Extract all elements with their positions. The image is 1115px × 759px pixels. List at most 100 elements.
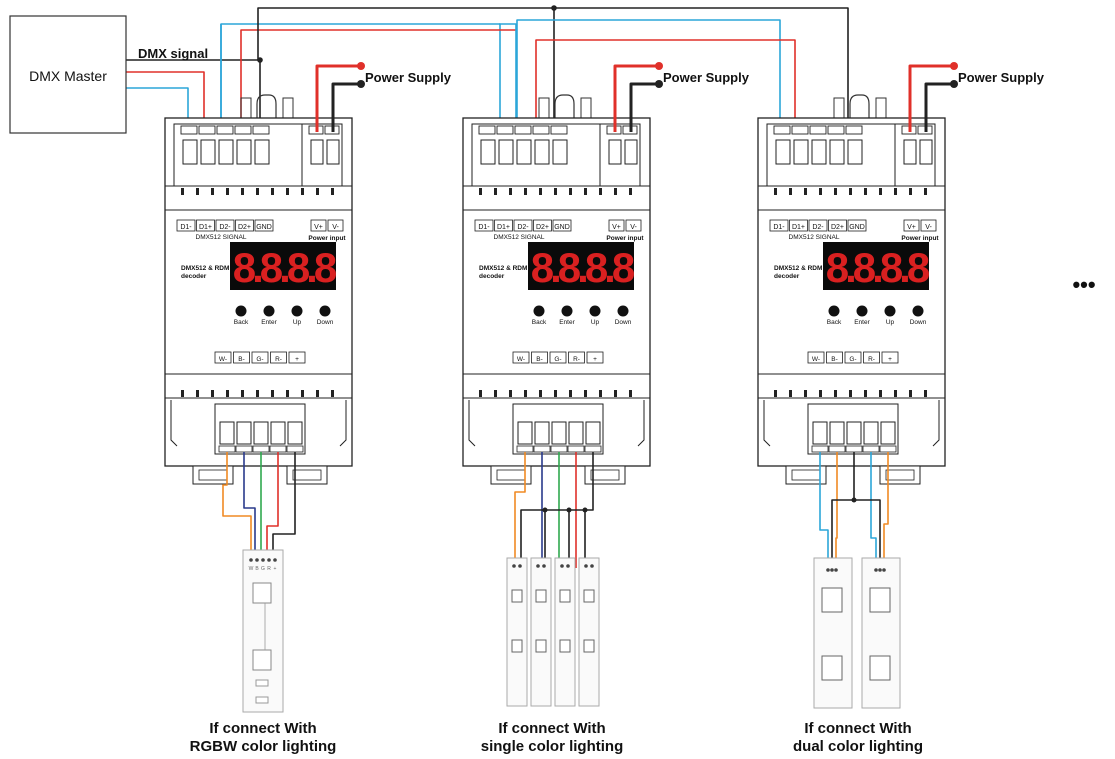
power-wire-positive [315, 64, 361, 132]
strip-pad [584, 564, 588, 568]
vent-slot [286, 188, 289, 195]
vent-slot [479, 188, 482, 195]
input-terminal-label: D2- [812, 224, 824, 231]
button-back [235, 305, 247, 317]
screw-slot [791, 125, 809, 135]
output-terminal-label: + [295, 356, 299, 363]
output-screw-slot [862, 445, 880, 453]
input-terminal-label: D2+ [831, 224, 844, 231]
caption-single-line1: If connect With [498, 720, 606, 737]
output-screw-terminal [534, 421, 550, 445]
caption-rgbw-line2: RGBW color lighting [189, 738, 337, 755]
output-terminal-tag [288, 351, 306, 364]
input-terminal-label: D1+ [497, 224, 510, 231]
dmx-signal-label: DMX signal [138, 46, 208, 61]
dmx-signal-wiring [126, 5, 849, 132]
caption-dual: If connect With dual color lighting [708, 720, 1008, 756]
output-screw-slot [811, 445, 829, 453]
output-terminal-label: B- [238, 356, 245, 363]
power-terminal-label: V+ [314, 224, 323, 231]
vent-slot [554, 188, 557, 195]
output-terminal-label: G- [554, 356, 561, 363]
power-input-caption: Power input [901, 235, 939, 242]
output-screw-slot [828, 445, 846, 453]
screw-slot [198, 125, 216, 135]
output-terminal-label: G- [849, 356, 856, 363]
single-output [506, 452, 600, 707]
latch-rails [538, 97, 592, 118]
strip-pad [834, 568, 838, 572]
button-label-up: Up [293, 319, 302, 326]
strip-pad [273, 558, 277, 562]
vent-slot [554, 390, 557, 397]
screw-terminal [847, 139, 863, 165]
strip-pad [267, 558, 271, 562]
side-notch [468, 400, 645, 447]
vent-slot [909, 188, 912, 195]
button-label-back: Back [532, 319, 547, 326]
power-terminal-label: V+ [907, 224, 916, 231]
decoder-name-1: DMX512 & RDM [181, 265, 229, 272]
input-terminal-label: D2+ [536, 224, 549, 231]
rgbw-strip [242, 549, 284, 713]
screw-terminal [236, 139, 252, 165]
led-display [528, 242, 634, 290]
led-display [230, 242, 336, 290]
vent-slot [909, 390, 912, 397]
power-wire-positive [908, 64, 954, 132]
screw-terminal [310, 139, 324, 165]
output-terminal-label: + [593, 356, 597, 363]
vent-slot [614, 390, 617, 397]
vent-slot [819, 390, 822, 397]
latch-rails [833, 97, 887, 118]
vent-slot [256, 390, 259, 397]
single-strip [506, 557, 528, 707]
junction-dot [542, 507, 548, 513]
vent-slot [569, 188, 572, 195]
output-screw-terminal [846, 421, 862, 445]
strip-led [559, 589, 571, 603]
vent-slot [894, 390, 897, 397]
screw-terminal [608, 139, 622, 165]
power-positive-dot [655, 62, 663, 70]
output-screw-terminal [863, 421, 879, 445]
output-screw-terminal [551, 421, 567, 445]
vent-slot [286, 390, 289, 397]
output-screw-terminal [812, 421, 828, 445]
vent-slot [226, 390, 229, 397]
vent-slot [804, 390, 807, 397]
caption-rgbw-line1: If connect With [209, 720, 317, 737]
vent-slot [894, 188, 897, 195]
caption-single: If connect With single color lighting [402, 720, 702, 756]
wire-common-2 [854, 499, 881, 570]
screw-terminal [552, 139, 568, 165]
wire-ch1 [514, 452, 526, 568]
vent-slot [834, 188, 837, 195]
vent-slot [301, 188, 304, 195]
output-terminal-label: R- [573, 356, 580, 363]
power-wire-positive [613, 64, 659, 132]
input-terminal-tag [789, 219, 808, 232]
strip-pad-label: + [274, 566, 277, 572]
strip-led [869, 655, 891, 681]
vent-slot [569, 390, 572, 397]
screw-terminal [829, 139, 845, 165]
vent-slot [316, 390, 319, 397]
dmx-master-frame [9, 15, 127, 134]
output-terminal-tag [863, 351, 880, 364]
led-display [823, 242, 929, 290]
vent-slot [864, 188, 867, 195]
decoder-name-2: decoder [181, 273, 207, 280]
screw-terminal [254, 139, 270, 165]
button-label-enter: Enter [261, 319, 277, 326]
vent-slot [331, 390, 334, 397]
screw-terminal [811, 139, 827, 165]
input-terminal-tag [235, 219, 254, 232]
strip-pad-label: B [255, 566, 259, 572]
output-terminal-label: R- [275, 356, 282, 363]
strip-led [583, 589, 595, 603]
junction-dot [851, 497, 857, 503]
